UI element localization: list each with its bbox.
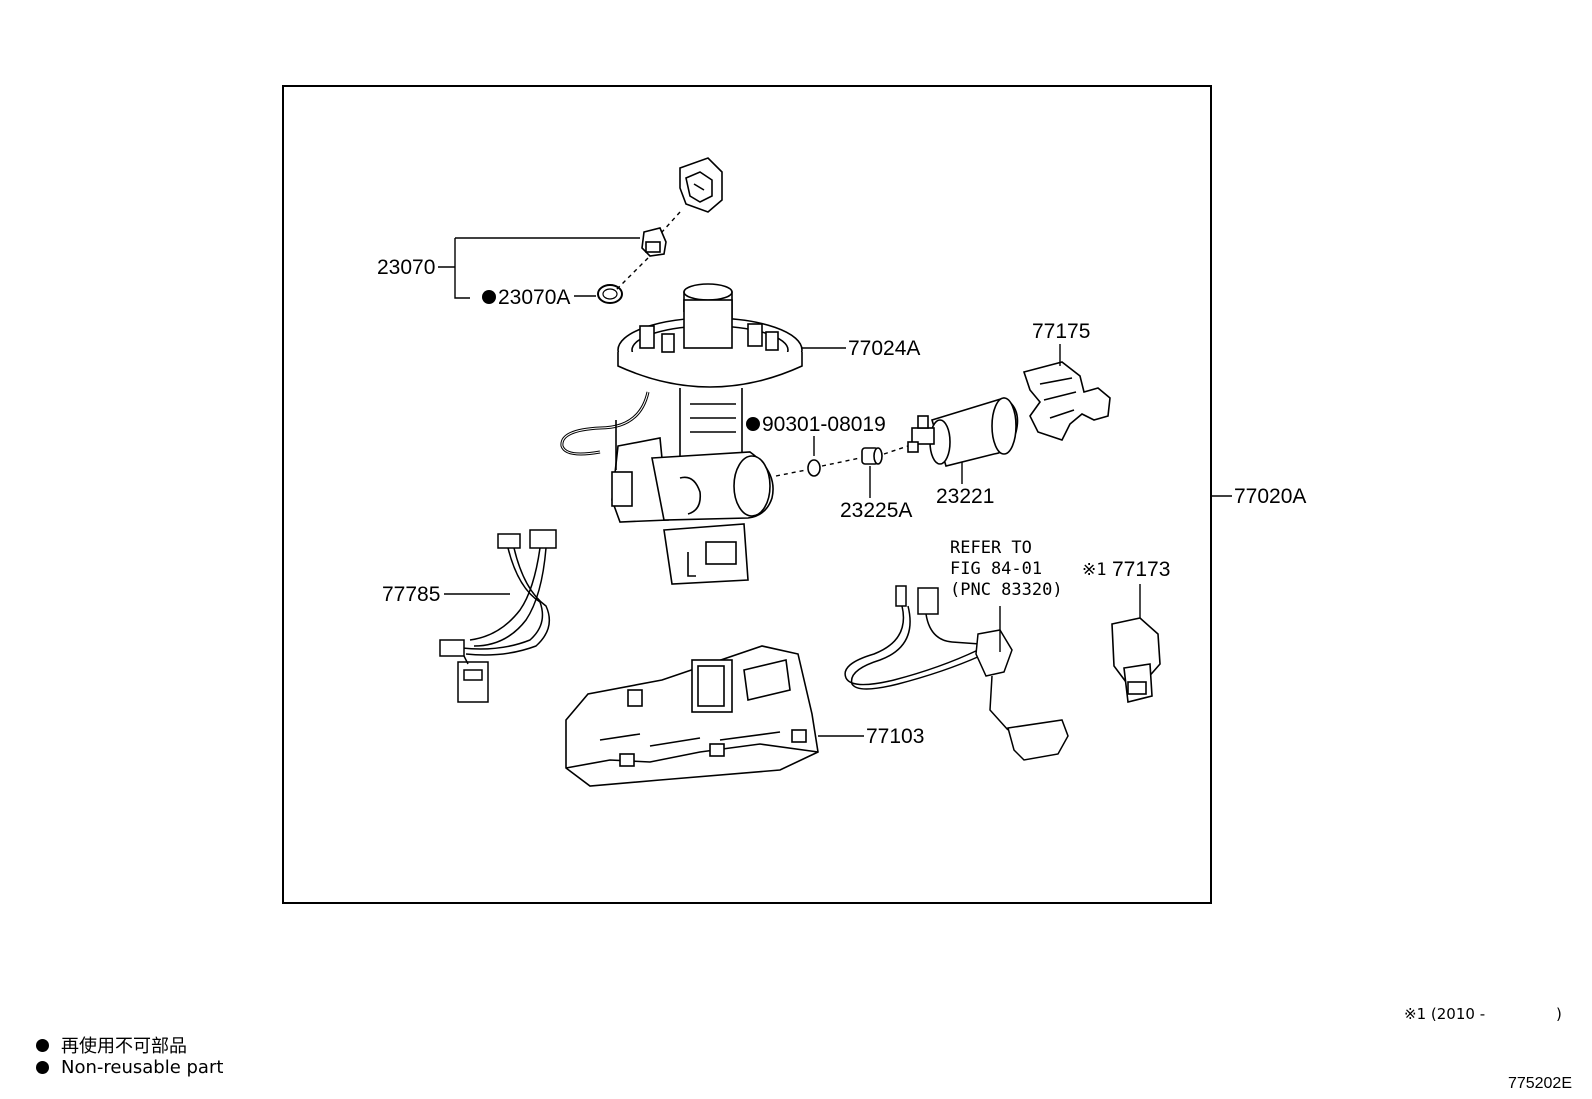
pump-assembly bbox=[560, 283, 803, 585]
part-77173 bbox=[1111, 617, 1161, 703]
leader-23070 bbox=[438, 237, 640, 299]
note-text: (2010 - bbox=[1430, 1005, 1486, 1023]
label-77785: 77785 bbox=[382, 583, 440, 606]
label-23221: 23221 bbox=[936, 485, 994, 508]
mark-77173: ※1 bbox=[1082, 560, 1106, 580]
non-reusable-marker bbox=[746, 417, 760, 431]
non-reusable-dot-icon bbox=[36, 1061, 49, 1074]
wire-harness-77785 bbox=[439, 529, 557, 703]
label-77103: 77103 bbox=[866, 725, 924, 748]
label-23070a: 23070A bbox=[498, 286, 570, 309]
o-ring-inner bbox=[602, 288, 618, 300]
legend-en: Non-reusable part bbox=[36, 1057, 223, 1078]
fuel-pump-23221 bbox=[907, 397, 1019, 467]
note-close-paren: ) bbox=[1556, 1005, 1562, 1023]
label-77175: 77175 bbox=[1032, 320, 1090, 343]
assembly-dash bbox=[775, 469, 807, 477]
valve-part bbox=[641, 227, 667, 257]
assembly-dash bbox=[615, 257, 649, 291]
assembly-dash bbox=[661, 211, 681, 233]
bracket-77175 bbox=[1022, 361, 1111, 441]
refer-line-3: (PNC 83320) bbox=[950, 580, 1063, 600]
label-23225a: 23225A bbox=[840, 499, 912, 522]
label-77024a: 77024A bbox=[848, 337, 920, 360]
cap-part bbox=[679, 157, 723, 213]
o-ring-90301 bbox=[807, 459, 821, 477]
tray-77103 bbox=[565, 645, 819, 787]
refer-line-2: FIG 84-01 bbox=[950, 559, 1042, 579]
legend-en-text: Non-reusable part bbox=[61, 1057, 224, 1078]
figure-id: 775202E bbox=[1507, 1075, 1572, 1092]
label-23070: 23070 bbox=[377, 256, 435, 279]
refer-line-1: REFER TO bbox=[950, 538, 1032, 558]
model-year-note: ※1 (2010 - bbox=[1404, 1005, 1485, 1023]
non-reusable-marker bbox=[482, 290, 496, 304]
o-ring-23070a bbox=[597, 284, 623, 304]
sender-gauge bbox=[844, 585, 1069, 761]
legend-jp: 再使用不可部品 bbox=[36, 1032, 187, 1058]
assembly-dash bbox=[821, 457, 861, 467]
note-mark: ※1 bbox=[1404, 1005, 1427, 1023]
legend-jp-text: 再使用不可部品 bbox=[61, 1036, 187, 1057]
sleeve-23225a bbox=[861, 447, 883, 465]
label-77173: 77173 bbox=[1112, 558, 1170, 581]
non-reusable-dot-icon bbox=[36, 1038, 49, 1052]
diagram-frame bbox=[282, 85, 1212, 904]
label-77020a: 77020A bbox=[1234, 485, 1306, 508]
assembly-dash bbox=[883, 445, 909, 455]
label-90301-08019: 90301-08019 bbox=[762, 413, 886, 436]
